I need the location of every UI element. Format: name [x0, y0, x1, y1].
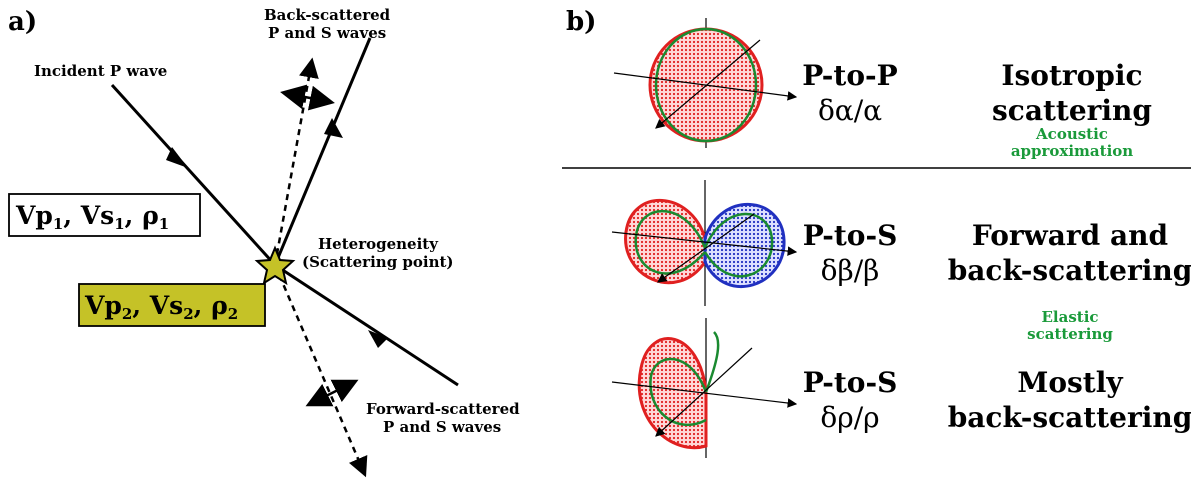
green-outline-left: [634, 210, 707, 275]
row1-description-1: Isotropic: [1001, 59, 1142, 92]
green-outline-top: [704, 331, 720, 393]
axis-x: [613, 72, 798, 101]
row2-description-2: back-scattering: [948, 254, 1191, 287]
green-outline-right: [703, 212, 774, 278]
note-acoustic-1: Acoustic: [1035, 125, 1108, 143]
scattering-point-star-icon: [254, 245, 296, 286]
row2-param: δβ/β: [821, 254, 880, 287]
row3-param: δρ/ρ: [820, 401, 879, 434]
panel-a-label: a): [8, 7, 37, 37]
heterogeneity-label-2: (Scattering point): [302, 253, 454, 271]
note-elastic-2: scattering: [1027, 325, 1113, 343]
radiation-pattern-pp-alpha: [613, 18, 798, 148]
row3-description-2: back-scattering: [948, 401, 1191, 434]
forwardscatter-polarization-arrow: [305, 379, 359, 407]
axis-diagonal: [655, 39, 761, 129]
forwardscatter-dashed-ray: [273, 264, 368, 478]
axis-x: [611, 231, 798, 256]
backscatter-ray-arrowhead: [324, 118, 343, 138]
note-elastic-1: Elastic: [1041, 308, 1098, 326]
axis-diagonal: [655, 347, 753, 437]
row2-mode: P-to-S: [803, 219, 898, 252]
incident-ray-arrowhead: [166, 147, 188, 168]
heterogeneity-label-1: Heterogeneity: [318, 235, 439, 253]
medium2-label: Vp2, Vs2, ρ2: [84, 291, 238, 323]
row3-description-1: Mostly: [1017, 366, 1123, 399]
note-acoustic-2: approximation: [1011, 142, 1133, 160]
row1-param: δα/α: [818, 94, 882, 127]
forwardscatter-label-2: P and S waves: [383, 418, 501, 436]
row3-mode: P-to-S: [803, 366, 898, 399]
radiation-pattern-ps-beta: [611, 180, 798, 306]
green-outline: [649, 357, 708, 427]
backscatter-label-2: P and S waves: [268, 24, 386, 42]
lobe-red: [637, 337, 708, 450]
lobe-red: [624, 198, 707, 284]
row1-mode: P-to-P: [802, 59, 897, 92]
row2-description-1: Forward and: [972, 219, 1168, 252]
forwardscatter-ray: [274, 263, 459, 387]
medium2-box: [78, 283, 266, 327]
forwardscatter-label-1: Forward-scattered: [366, 400, 520, 418]
incident-ray: [110, 83, 277, 267]
panel-b-label: b): [566, 7, 596, 37]
radiation-pattern-ps-rho: [611, 318, 798, 458]
backscatter-label-1: Back-scattered: [264, 6, 391, 24]
axis-x: [611, 381, 798, 408]
medium1-box: [8, 193, 201, 237]
incident-label: Incident P wave: [34, 62, 167, 80]
row1-description-2: scattering: [992, 94, 1152, 127]
backscatter-ray: [273, 37, 372, 266]
backscatter-dashed-ray: [273, 57, 319, 266]
forwardscatter-ray-arrowhead: [368, 330, 388, 348]
medium1-label: Vp1, Vs1, ρ1: [15, 201, 169, 233]
axis-diagonal: [657, 213, 755, 283]
green-acoustic-outline: [654, 27, 758, 143]
backscatter-polarization-arrow: [280, 84, 335, 111]
